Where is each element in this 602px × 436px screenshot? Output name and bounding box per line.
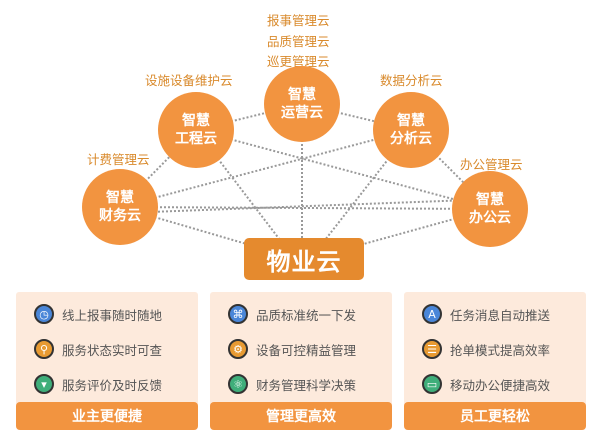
benefit-text: 移动办公便捷高效 <box>450 377 551 393</box>
clock-icon: ◷ <box>34 304 54 324</box>
benefit-item: A 任务消息自动推送 <box>422 304 550 324</box>
benefit-text: 抢单模式提高效率 <box>450 342 551 358</box>
benefit-text: 品质标准统一下发 <box>256 307 357 323</box>
caption-report: 报事管理云 <box>267 13 330 28</box>
property-cloud-hub: 物业云 <box>244 238 364 280</box>
panel-footer: 管理更高效 <box>210 402 392 430</box>
dotted-connector <box>119 206 251 246</box>
benefit-item: ▭ 移动办公便捷高效 <box>422 374 550 394</box>
caption-office: 办公管理云 <box>460 157 523 172</box>
benefit-item: ⚛ 财务管理科学决策 <box>228 374 356 394</box>
benefit-panel: ⌘ 品质标准统一下发 ⚙ 设备可控精益管理 ⚛ 财务管理科学决策管理更高效 <box>210 292 392 430</box>
benefit-text: 服务评价及时反馈 <box>62 377 163 393</box>
dotted-connector <box>324 129 412 241</box>
node-analysis-cloud: 智慧分析云 <box>373 92 449 168</box>
letter-a-icon: A <box>422 304 442 324</box>
benefit-item: ◷ 线上报事随时随地 <box>34 304 162 324</box>
benefit-text: 设备可控精益管理 <box>256 342 357 358</box>
caption-patrol: 巡更管理云 <box>267 54 330 69</box>
panel-footer: 员工更轻松 <box>404 402 586 430</box>
node-finance-cloud: 智慧财务云 <box>82 169 158 245</box>
benefit-panel: ◷ 线上报事随时随地 ⚲ 服务状态实时可查 ▾ 服务评价及时反馈业主更便捷 <box>16 292 198 430</box>
dotted-connector <box>119 206 491 210</box>
benefit-text: 线上报事随时随地 <box>62 307 163 323</box>
benefit-text: 任务消息自动推送 <box>450 307 551 323</box>
dotted-connector <box>195 129 491 210</box>
node-engineering-cloud: 智慧工程云 <box>158 92 234 168</box>
caption-billing: 计费管理云 <box>87 152 150 167</box>
benefit-item: ☰ 抢单模式提高效率 <box>422 339 550 359</box>
atom-icon: ⚛ <box>228 374 248 394</box>
gear-icon: ⚙ <box>228 339 248 359</box>
dotted-connector <box>149 199 471 213</box>
dotted-connector <box>195 129 281 241</box>
panel-footer: 业主更便捷 <box>16 402 198 430</box>
benefit-item: ⌘ 品质标准统一下发 <box>228 304 356 324</box>
grid-icon: ⌘ <box>228 304 248 324</box>
dotted-connector <box>359 208 491 246</box>
search-icon: ⚲ <box>34 339 54 359</box>
caption-facility: 设施设备维护云 <box>145 73 233 88</box>
caption-quality: 品质管理云 <box>267 34 330 49</box>
monitor-icon: ▭ <box>422 374 442 394</box>
benefit-text: 财务管理科学决策 <box>256 377 357 393</box>
benefit-panel: A 任务消息自动推送 ☰ 抢单模式提高效率 ▭ 移动办公便捷高效员工更轻松 <box>404 292 586 430</box>
benefit-item: ⚙ 设备可控精益管理 <box>228 339 356 359</box>
message-icon: ▾ <box>34 374 54 394</box>
node-office-cloud: 智慧办公云 <box>452 171 528 247</box>
node-operations-cloud: 智慧运营云 <box>264 66 340 142</box>
clipboard-icon: ☰ <box>422 339 442 359</box>
benefit-item: ⚲ 服务状态实时可查 <box>34 339 162 359</box>
benefit-text: 服务状态实时可查 <box>62 342 163 358</box>
benefit-item: ▾ 服务评价及时反馈 <box>34 374 162 394</box>
caption-data: 数据分析云 <box>380 73 443 88</box>
